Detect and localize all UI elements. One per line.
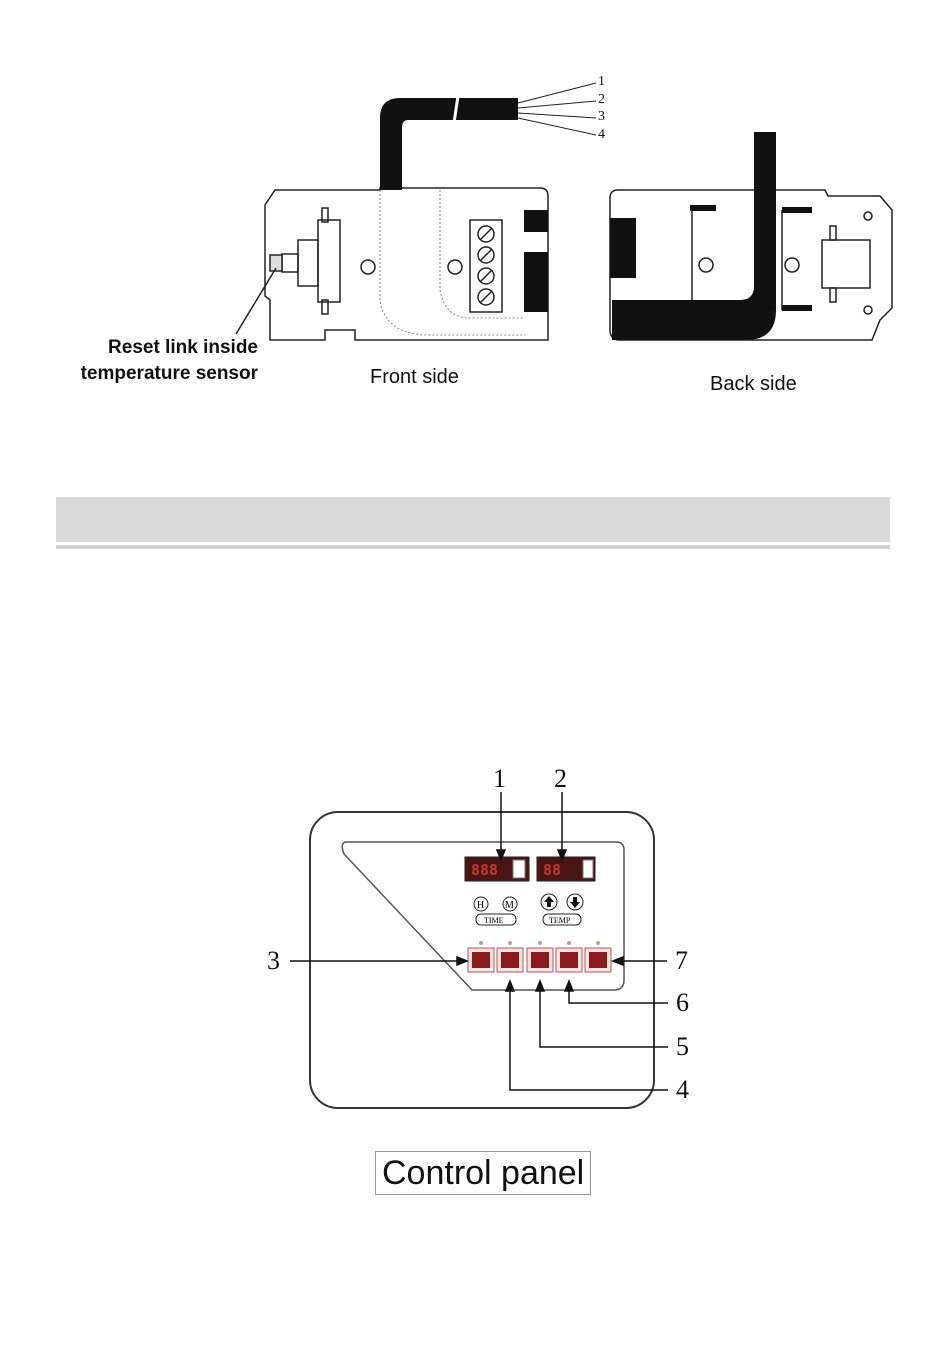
- button-7-temp-down[interactable]: [589, 952, 607, 968]
- wire-leads: [518, 83, 596, 135]
- time-display: 888: [465, 857, 529, 881]
- button-4-hour[interactable]: [501, 952, 519, 968]
- callout-5: 5: [676, 1032, 689, 1062]
- callout-2: 2: [554, 764, 567, 794]
- callout-1: 1: [493, 764, 506, 794]
- reset-label-line2: temperature sensor: [40, 361, 258, 387]
- down-arrow-icon: [567, 894, 583, 910]
- control-panel-figure: 888 88 H M TIME TEMP: [0, 740, 950, 1210]
- terminal-block: [470, 220, 502, 312]
- front-side-label: Front side: [370, 366, 459, 389]
- up-arrow-icon: [541, 894, 557, 910]
- button-3[interactable]: [472, 952, 490, 968]
- callout-6: 6: [676, 988, 689, 1018]
- reset-link-label: Reset link inside temperature sensor: [40, 335, 258, 387]
- section-divider: [56, 545, 890, 549]
- front-plate: [265, 188, 548, 340]
- control-panel-drawing: 888 88 H M TIME TEMP: [0, 740, 950, 1210]
- wire-number-3: 3: [598, 108, 605, 126]
- front-cable: [380, 98, 518, 190]
- temp-display-digits: 88: [543, 861, 561, 879]
- wire-number-4: 4: [598, 126, 605, 144]
- back-side-label: Back side: [710, 373, 797, 396]
- indicator-leds: [479, 941, 600, 945]
- temp-display: 88: [537, 857, 595, 881]
- callout-3: 3: [267, 946, 280, 976]
- button-6-temp-up[interactable]: [560, 952, 578, 968]
- wire-number-1: 1: [598, 73, 605, 91]
- reset-label-line1: Reset link inside: [40, 335, 258, 361]
- temp-label: TEMP: [549, 916, 571, 925]
- btn-h-label: H: [477, 900, 484, 911]
- btn-m-label: M: [505, 900, 514, 911]
- sensor-figure: 1 2 3 4 Reset link inside temperature se…: [0, 0, 950, 420]
- back-cable: [612, 132, 776, 340]
- section-header-band: [56, 497, 890, 542]
- time-display-digits: 888: [471, 861, 498, 879]
- callout-lines: [290, 792, 668, 1090]
- control-panel-caption: Control panel: [375, 1151, 591, 1195]
- time-label: TIME: [484, 916, 504, 925]
- control-buttons: [468, 948, 611, 972]
- callout-4: 4: [676, 1075, 689, 1105]
- button-5-minute[interactable]: [531, 952, 549, 968]
- wire-number-2: 2: [598, 91, 605, 109]
- callout-7: 7: [675, 946, 688, 976]
